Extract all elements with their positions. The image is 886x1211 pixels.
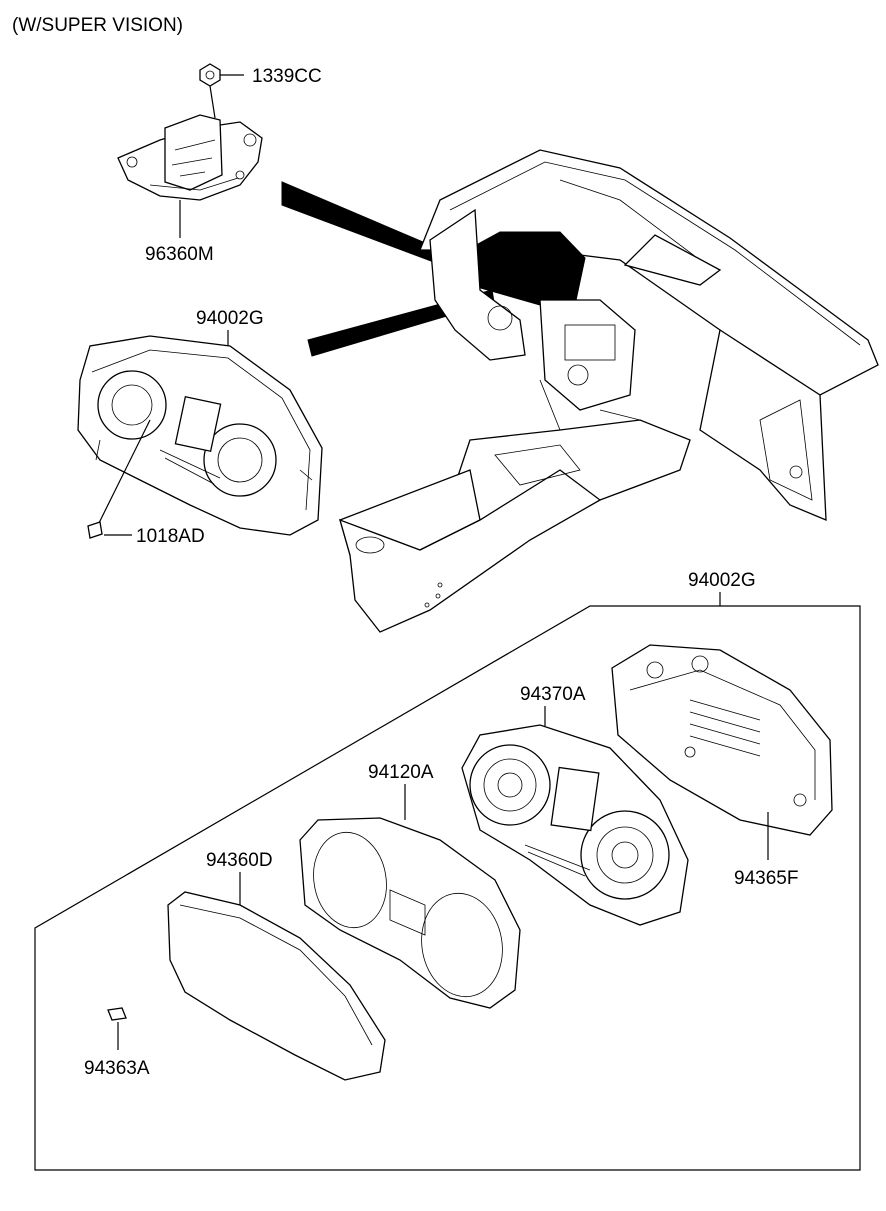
label-96360m: 96360M <box>145 244 214 265</box>
bracket-96360m-part <box>117 85 263 238</box>
label-94002g-box: 94002G <box>688 570 756 591</box>
label-1339cc: 1339CC <box>252 66 322 87</box>
bezel-94120a-part <box>299 817 521 1009</box>
label-94360d: 94360D <box>206 850 273 871</box>
clip-94363a-part <box>107 1007 127 1050</box>
dashboard-part <box>281 149 879 633</box>
cluster-94002g-part <box>77 335 323 536</box>
label-94365f: 94365F <box>734 868 798 889</box>
nut-1339cc-part <box>199 63 244 87</box>
label-94120a: 94120A <box>368 762 434 783</box>
rear-case-94365f-part <box>611 644 833 860</box>
exploded-view-frame <box>34 605 861 1171</box>
screw-1018ad-part <box>87 419 151 539</box>
label-1018ad: 1018AD <box>136 526 205 547</box>
variant-header: (W/SUPER VISION) <box>12 15 183 36</box>
label-94363a: 94363A <box>84 1058 150 1079</box>
label-94002g-top: 94002G <box>196 308 264 329</box>
window-glass-94360d-part <box>167 891 386 1081</box>
label-94370a: 94370A <box>520 684 586 705</box>
gauge-board-94370a-part <box>461 724 689 926</box>
